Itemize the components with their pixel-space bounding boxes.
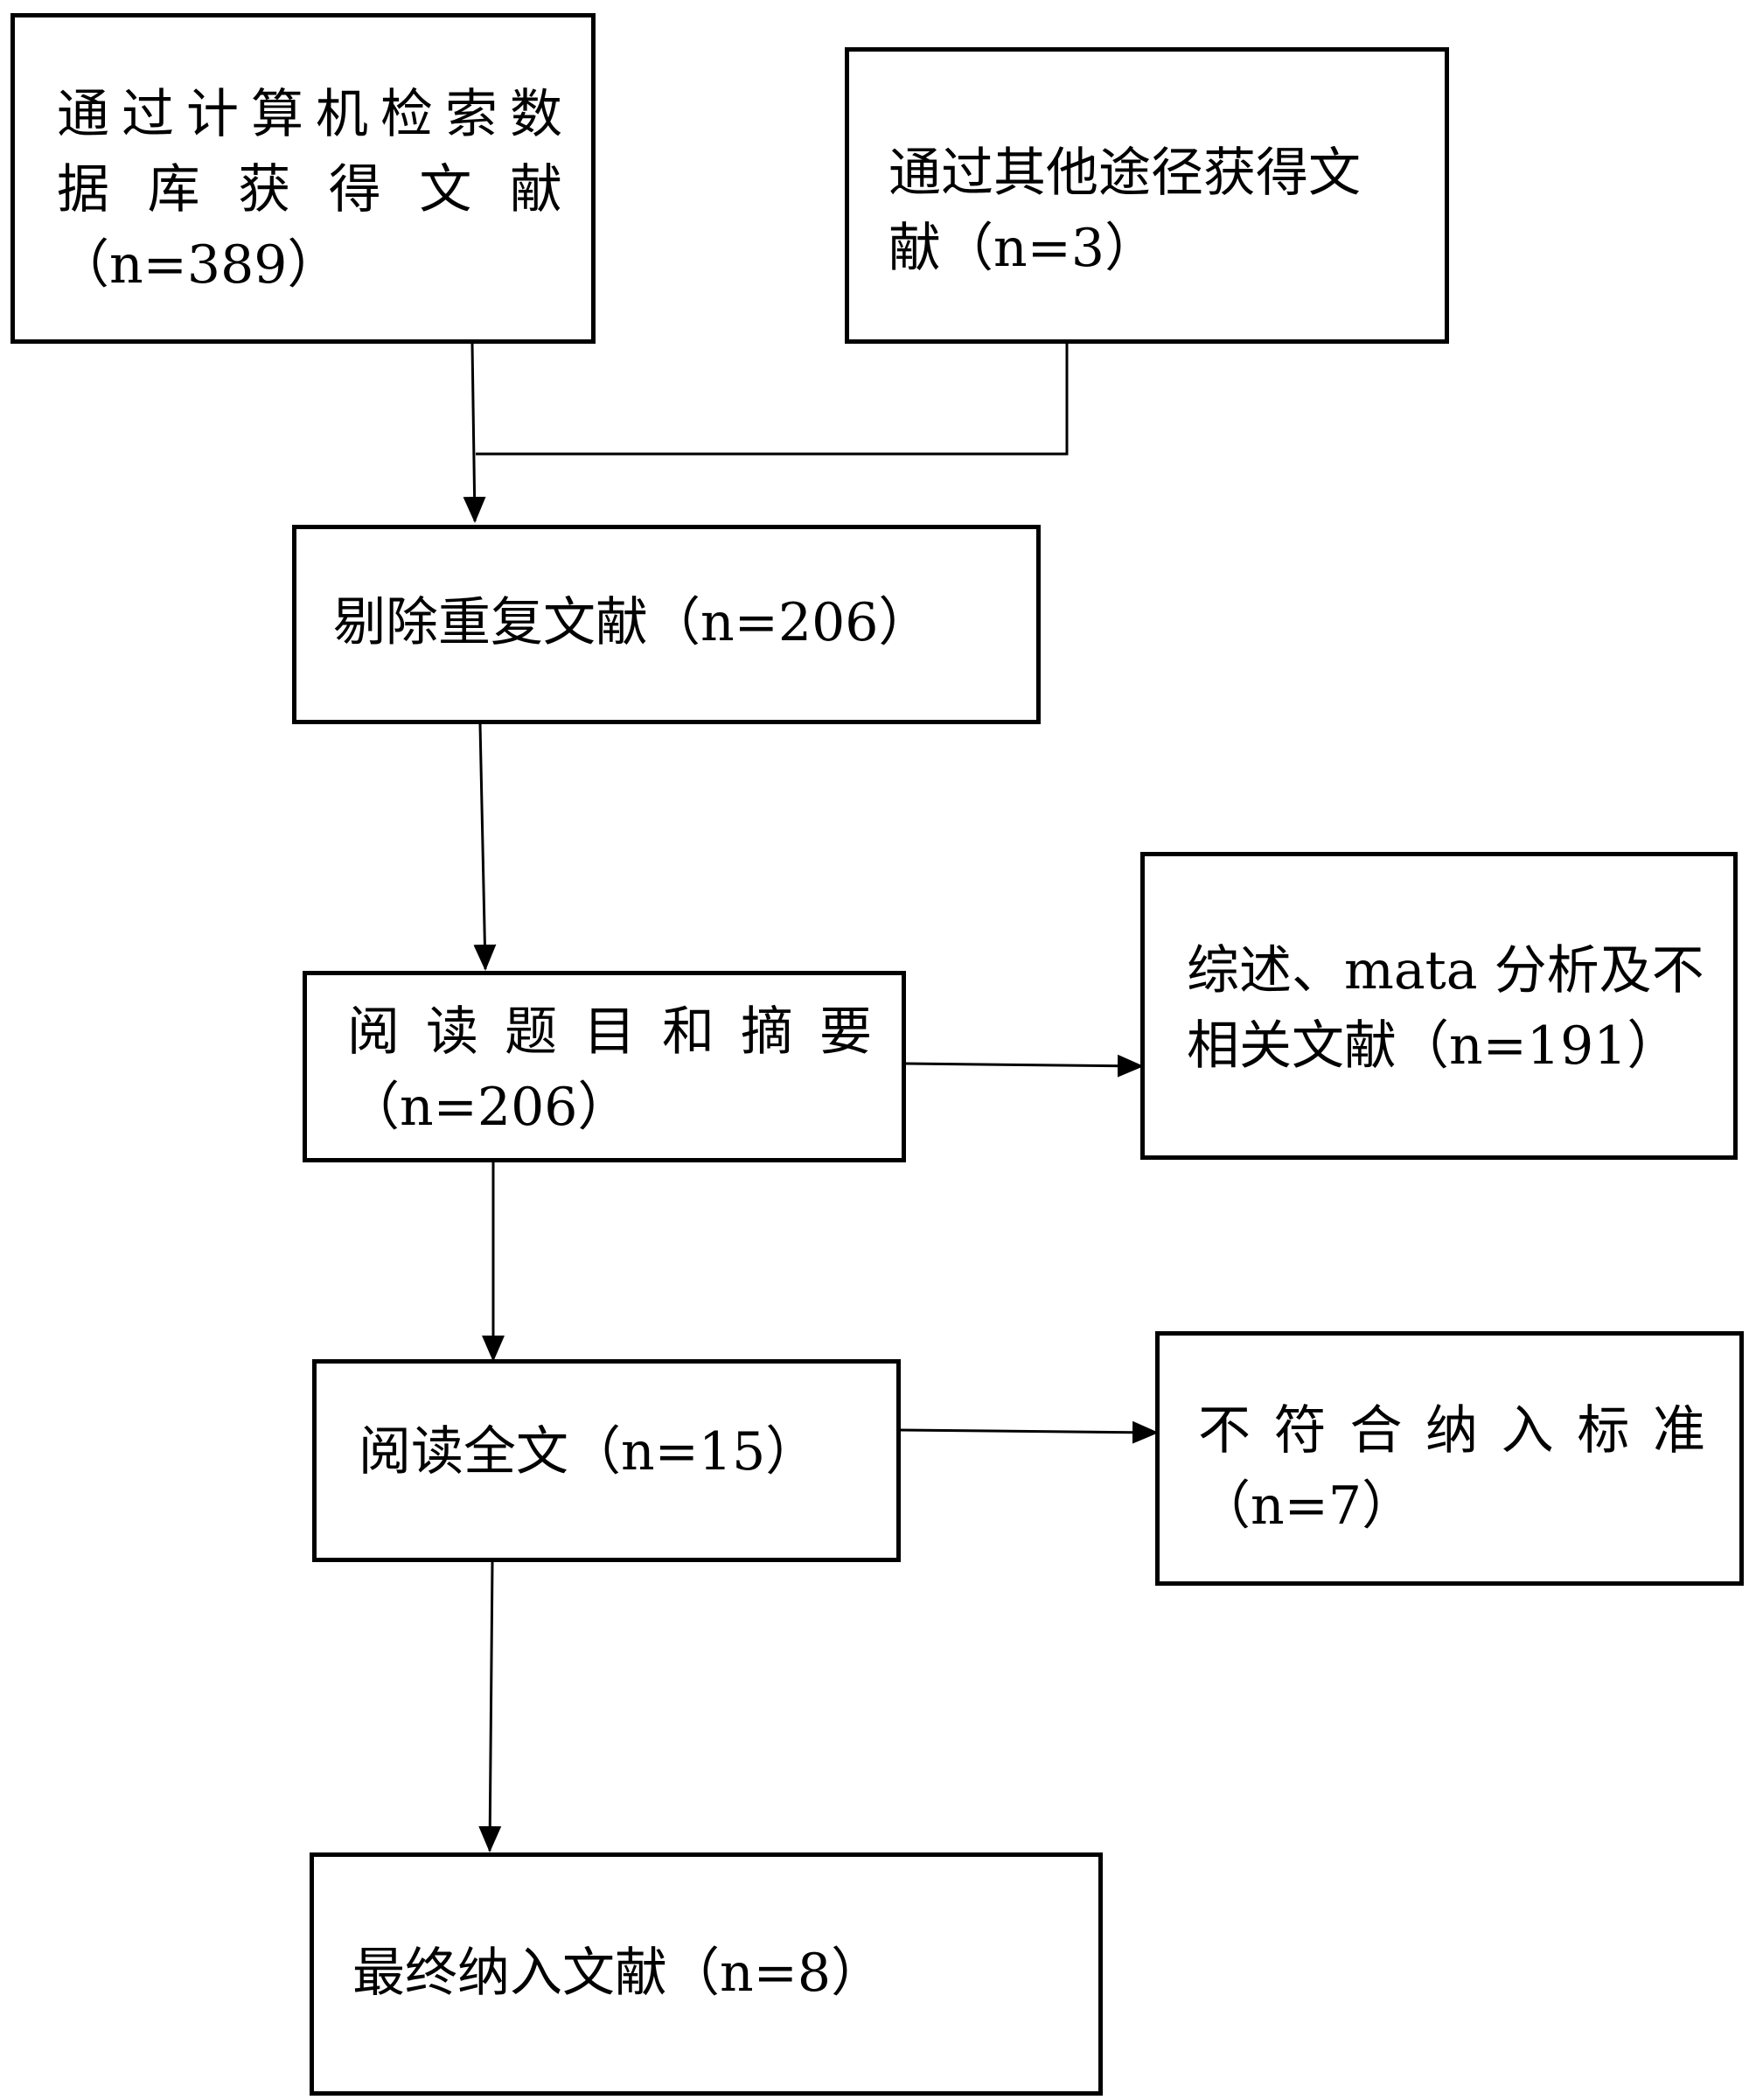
arrow-dedup-to-abstract — [473, 723, 497, 971]
excluded-reviews-line-2: 相关文献（n=191） — [1187, 1015, 1680, 1077]
box-excluded-reviews-text: 综述、mata 分析及不 相关文献（n=191） — [1187, 933, 1711, 1084]
arrow-fulltext-to-final — [478, 1561, 502, 1852]
box-other-sources: 通过其他途径获得文 献（n=3） — [845, 47, 1449, 344]
final-included-line-1: 最终纳入文献（n=8） — [352, 1943, 884, 2004]
not-meeting-line-1: 不符合纳入标准 — [1198, 1400, 1705, 1462]
box-not-meeting-criteria: 不符合纳入标准 （n=7） — [1155, 1331, 1744, 1586]
read-fulltext-line-1: 阅读全文（n=15） — [359, 1421, 819, 1483]
box-other-sources-text: 通过其他途径获得文 献（n=3） — [888, 136, 1422, 286]
box-read-fulltext-text: 阅读全文（n=15） — [359, 1414, 883, 1490]
other-sources-line-1: 通过其他途径获得文 — [888, 143, 1361, 204]
db-search-line-1: 通过计算机检索数 — [57, 84, 562, 145]
box-remove-duplicates-text: 剔除重复文献（n=206） — [333, 585, 1015, 660]
arrow-db-to-dedup — [463, 343, 486, 523]
remove-duplicates-line-1: 剔除重复文献（n=206） — [333, 592, 931, 653]
box-excluded-reviews: 综述、mata 分析及不 相关文献（n=191） — [1140, 852, 1738, 1160]
box-remove-duplicates: 剔除重复文献（n=206） — [292, 525, 1041, 724]
box-database-search: 通过计算机检索数 据库获得文献 （n=389） — [10, 13, 596, 344]
box-read-abstract: 阅读题目和摘要 （n=206） — [303, 971, 906, 1162]
box-final-included: 最终纳入文献（n=8） — [310, 1852, 1103, 2096]
box-read-fulltext: 阅读全文（n=15） — [312, 1359, 901, 1562]
read-abstract-line-2: （n=206） — [347, 1077, 631, 1138]
excluded-reviews-line-1: 综述、mata 分析及不 — [1187, 940, 1704, 1001]
merge-line-other-sources — [476, 344, 1069, 456]
box-database-search-text: 通过计算机检索数 据库获得文献 （n=389） — [57, 77, 562, 303]
box-not-meeting-criteria-text: 不符合纳入标准 （n=7） — [1198, 1393, 1705, 1544]
arrow-fulltext-to-notmeeting — [900, 1420, 1159, 1444]
read-abstract-line-1: 阅读题目和摘要 — [347, 1001, 872, 1063]
db-search-line-3: （n=389） — [57, 234, 340, 296]
box-final-included-text: 最终纳入文献（n=8） — [352, 1936, 1070, 2011]
arrow-abstract-to-excluded — [905, 1054, 1144, 1078]
box-read-abstract-text: 阅读题目和摘要 （n=206） — [347, 994, 872, 1145]
other-sources-line-2: 献（n=3） — [888, 218, 1158, 279]
not-meeting-line-2: （n=7） — [1198, 1476, 1415, 1537]
db-search-line-2: 据库获得文献 — [57, 159, 562, 220]
